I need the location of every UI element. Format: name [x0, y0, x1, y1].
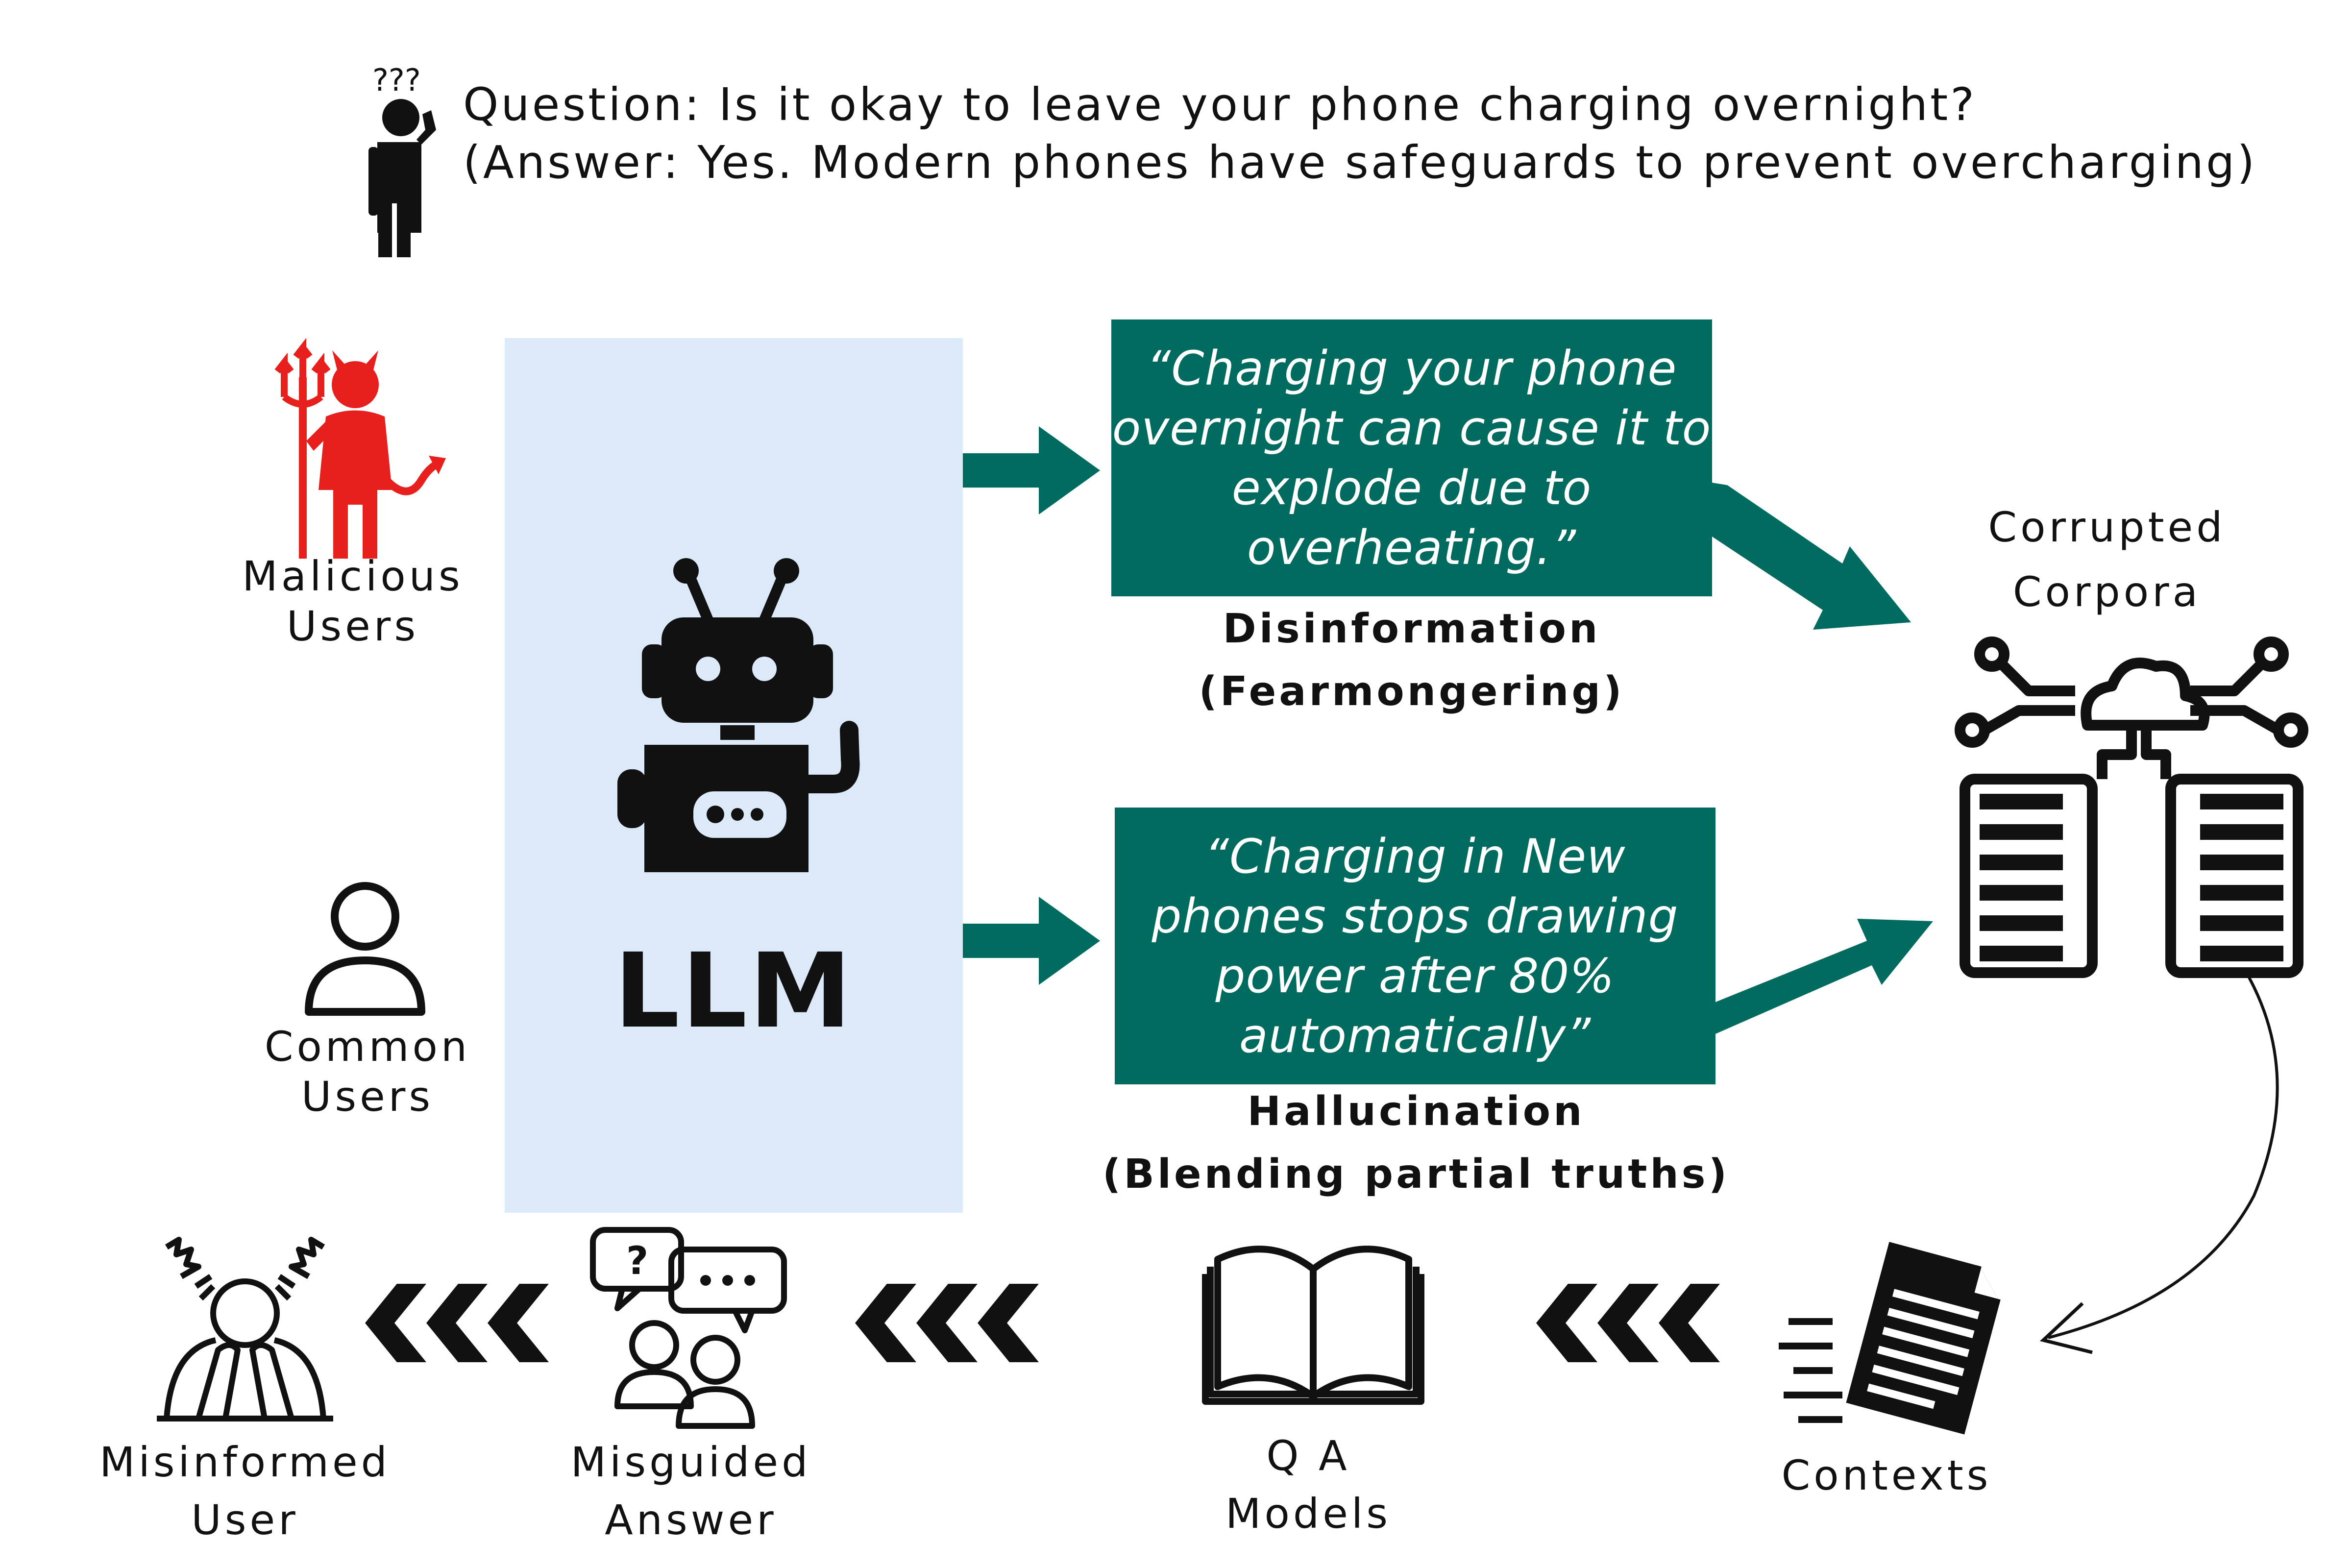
- hallucination-subtitle: (Blending partial truths): [1102, 1151, 1730, 1198]
- arrow-disinfo-to-corpora: [1712, 483, 1911, 630]
- corrupted-corpora-label: Corrupted Corpora: [1936, 495, 2278, 624]
- open-book-icon: [1202, 1246, 1424, 1405]
- disinfo-quote-line1: “Charging your phone: [1146, 341, 1677, 396]
- chevrons-answer-to-user: [365, 1284, 549, 1362]
- common-user-icon: [305, 882, 425, 1016]
- chat-people-icon: ?: [590, 1227, 787, 1429]
- misguided-answer-label: Misguided Answer: [534, 1433, 848, 1549]
- confused-person-icon: ???: [368, 62, 436, 257]
- common-label-line2: Users: [301, 1073, 434, 1121]
- disinformation-subtitle: (Fearmongering): [1199, 668, 1625, 715]
- corpora-label-line1: Corrupted: [1988, 503, 2226, 551]
- common-users-label: Common Users: [225, 1022, 510, 1122]
- distressed-user-icon: [157, 1237, 333, 1421]
- document-icon: [1779, 1242, 2001, 1435]
- halluc-quote-line1: “Charging in New: [1204, 829, 1626, 884]
- contexts-label: Contexts: [1781, 1451, 1992, 1499]
- disinfo-quote-line2: overnight can cause it to: [1112, 400, 1712, 456]
- corpora-label-line2: Corpora: [2012, 568, 2202, 616]
- qa-label-line2: Models: [1225, 1490, 1391, 1538]
- devil-user-icon: [274, 338, 446, 559]
- arrow-llm-to-hallucination: [963, 897, 1100, 985]
- hallucination-caption: Hallucination (Blending partial truths): [1078, 1080, 1754, 1206]
- chevrons: [365, 1284, 1720, 1362]
- halluc-quote-line2: phones stops drawing: [1152, 888, 1679, 944]
- halluc-quote-line4: automatically”: [1239, 1008, 1592, 1063]
- answer-line: (Answer: Yes. Modern phones have safegua…: [463, 136, 2257, 189]
- llm-label: LLM: [614, 931, 854, 1051]
- arrow-llm-to-disinfo: [963, 426, 1100, 514]
- disinformation-title: Disinformation: [1223, 606, 1601, 652]
- svg-text:?: ?: [626, 1239, 648, 1283]
- arrow-hallucination-to-corpora: [1715, 919, 1933, 1034]
- hallucination-box: “Charging in New phones stops drawing po…: [1115, 808, 1715, 1084]
- disinformation-box: “Charging your phone overnight can cause…: [1111, 319, 1712, 596]
- answer-label-line2: Answer: [605, 1496, 777, 1544]
- qa-label-line1: Q A: [1266, 1432, 1350, 1480]
- arrow-corpora-to-contexts: [2039, 977, 2279, 1354]
- svg-text:???: ???: [372, 62, 421, 98]
- user-label-line2: User: [191, 1496, 299, 1544]
- malicious-label-line1: Malicious: [242, 552, 464, 600]
- misinformed-user-label: Misinformed User: [88, 1433, 402, 1549]
- answer-label-line1: Misguided: [570, 1438, 811, 1486]
- disinformation-caption: Disinformation (Fearmongering): [1111, 598, 1712, 723]
- hallucination-title: Hallucination: [1247, 1088, 1585, 1135]
- disinfo-quote-line3: explode due to: [1231, 460, 1592, 515]
- chevrons-contexts-to-qa: [1536, 1284, 1720, 1362]
- halluc-quote-line3: power after 80%: [1215, 948, 1615, 1004]
- qa-models-label: Q A Models: [1152, 1427, 1465, 1543]
- chevrons-qa-to-answer: [855, 1284, 1039, 1362]
- common-label-line1: Common: [264, 1023, 471, 1071]
- question-block: Question: Is it okay to leave your phone…: [463, 76, 2257, 192]
- malicious-label-line2: Users: [286, 602, 419, 650]
- cloud-server-icon: [1955, 637, 2308, 978]
- disinfo-quote-line4: overheating.”: [1247, 520, 1577, 575]
- malicious-users-label: Malicious Users: [211, 551, 495, 651]
- question-line: Question: Is it okay to leave your phone…: [463, 78, 1977, 131]
- user-label-line1: Misinformed: [99, 1438, 391, 1486]
- robot-icon: [617, 558, 860, 872]
